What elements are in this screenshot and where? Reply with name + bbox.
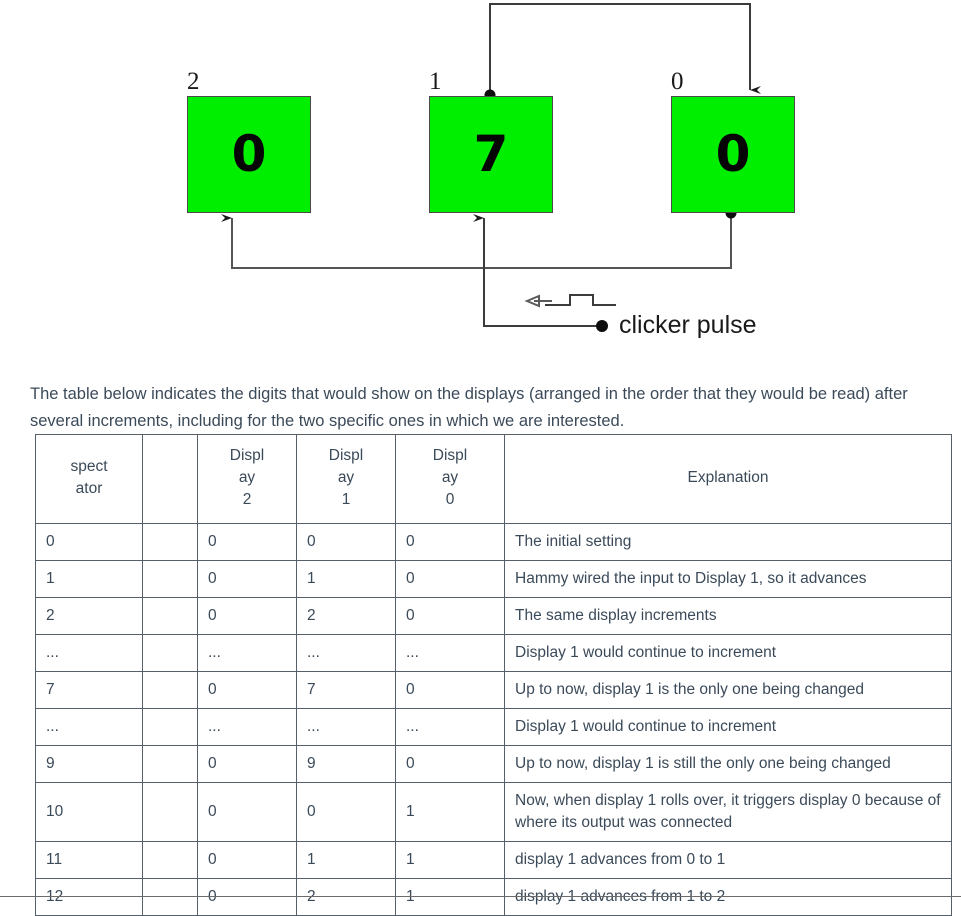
cell-display-1: 0 — [296, 782, 396, 842]
cell-display-1: 2 — [296, 597, 396, 635]
display-digit-2: 0 — [231, 124, 267, 183]
cell-display-0: 0 — [395, 671, 505, 709]
cell-spectator: 12 — [35, 878, 143, 916]
cell-explanation: Hammy wired the input to Display 1, so i… — [504, 560, 952, 598]
cell-blank — [142, 634, 198, 672]
cell-explanation: display 1 advances from 1 to 2 — [504, 878, 952, 916]
cell-display-0: 0 — [395, 523, 505, 561]
counter-wiring-diagram: 2 0 1 7 0 0 clicker pulse — [0, 0, 961, 358]
cell-blank — [142, 597, 198, 635]
cell-spectator: ... — [35, 708, 143, 746]
cell-blank — [142, 878, 198, 916]
cell-blank — [142, 745, 198, 783]
cell-blank — [142, 523, 198, 561]
cell-display-0: 0 — [395, 745, 505, 783]
cell-display-1: 9 — [296, 745, 396, 783]
cell-display-2: 0 — [197, 878, 297, 916]
cell-spectator: 10 — [35, 782, 143, 842]
cell-explanation: Display 1 would continue to increment — [504, 708, 952, 746]
cell-blank — [142, 671, 198, 709]
cell-blank — [142, 708, 198, 746]
cell-spectator: 7 — [35, 671, 143, 709]
cell-display-0: ... — [395, 634, 505, 672]
cell-display-0: 1 — [395, 841, 505, 879]
cell-spectator: 9 — [35, 745, 143, 783]
cell-explanation: Up to now, display 1 is still the only o… — [504, 745, 952, 783]
cell-display-1: 7 — [296, 671, 396, 709]
cell-display-1: 2 — [296, 878, 396, 916]
display-digit-0: 0 — [715, 124, 751, 183]
clicker-source-dot — [596, 320, 608, 332]
cell-blank — [142, 560, 198, 598]
cell-explanation: Now, when display 1 rolls over, it trigg… — [504, 782, 952, 842]
cell-display-1: 0 — [296, 523, 396, 561]
display-box-0: 0 — [671, 96, 795, 213]
cell-display-1: ... — [296, 634, 396, 672]
cell-explanation: display 1 advances from 0 to 1 — [504, 841, 952, 879]
cell-display-1: ... — [296, 708, 396, 746]
clicker-pulse-label: clicker pulse — [619, 311, 757, 339]
cell-display-2: 0 — [197, 745, 297, 783]
cell-display-2: 0 — [197, 523, 297, 561]
cell-explanation: Up to now, display 1 is the only one bei… — [504, 671, 952, 709]
cell-display-2: 0 — [197, 782, 297, 842]
cell-display-2: 0 — [197, 841, 297, 879]
cell-spectator: 0 — [35, 523, 143, 561]
cell-spectator: 1 — [35, 560, 143, 598]
cell-explanation: The same display increments — [504, 597, 952, 635]
display-box-2: 0 — [187, 96, 311, 213]
cell-display-0: ... — [395, 708, 505, 746]
cell-display-2: 0 — [197, 597, 297, 635]
cell-display-0: 0 — [395, 597, 505, 635]
display-label-1: 1 — [429, 68, 442, 95]
cell-spectator: ... — [35, 634, 143, 672]
cell-display-2: ... — [197, 708, 297, 746]
cell-blank — [142, 841, 198, 879]
pulse-waveform-icon — [524, 294, 616, 308]
display-box-1: 7 — [429, 96, 553, 213]
cell-display-0: 0 — [395, 560, 505, 598]
cell-display-1: 1 — [296, 560, 396, 598]
wiring-svg — [221, 3, 761, 332]
table-row: ............Display 1 would continue to … — [35, 708, 952, 746]
intro-paragraph: The table below indicates the digits tha… — [30, 384, 908, 430]
cell-display-1: 1 — [296, 841, 396, 879]
cell-display-2: ... — [197, 634, 297, 672]
cell-explanation: The initial setting — [504, 523, 952, 561]
bottom-divider — [0, 896, 961, 897]
table-row: 12 021display 1 advances from 1 to 2 — [35, 878, 952, 916]
cell-display-2: 0 — [197, 560, 297, 598]
cell-display-0: 1 — [395, 878, 505, 916]
cell-display-0: 1 — [395, 782, 505, 842]
cell-spectator: 11 — [35, 841, 143, 879]
table-row: ............Display 1 would continue to … — [35, 634, 952, 672]
display-digit-1: 7 — [473, 124, 509, 183]
display-label-2: 2 — [187, 68, 200, 95]
cell-explanation: Display 1 would continue to increment — [504, 634, 952, 672]
wire-clicker-to-display1 — [473, 214, 608, 332]
wire-display1-to-display0 — [484, 3, 761, 101]
display-label-0: 0 — [671, 68, 684, 95]
cell-spectator: 2 — [35, 597, 143, 635]
cell-display-2: 0 — [197, 671, 297, 709]
cell-blank — [142, 782, 198, 842]
column-header-explanation: Explanation — [504, 434, 952, 524]
column-header-blank — [142, 434, 198, 524]
